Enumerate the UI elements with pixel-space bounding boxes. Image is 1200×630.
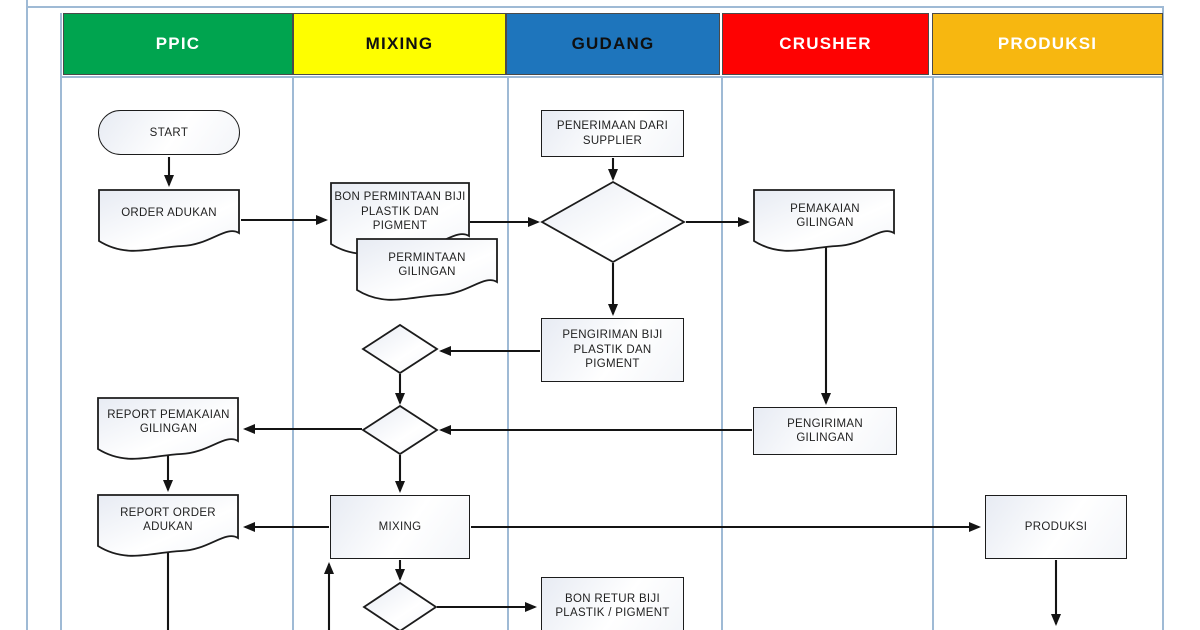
node-penerimaan-supplier: PENERIMAAN DARI SUPPLIER	[541, 110, 684, 157]
lane-header-ppic-label: PPIC	[155, 34, 201, 53]
node-pengiriman-biji-label: PENGIRIMAN BIJI PLASTIK DAN PIGMENT	[562, 329, 663, 371]
node-produksi-label: PRODUKSI	[1024, 520, 1088, 533]
lane-sep-gudang-crusher	[721, 76, 723, 630]
mixing-decision2-diamond	[361, 404, 439, 456]
lane-header-produksi: PRODUKSI	[932, 13, 1163, 75]
node-produksi: PRODUKSI	[985, 495, 1127, 559]
node-report-pemakaian-label: REPORT PEMAKAIAN GILINGAN	[107, 408, 230, 435]
lane-header-gudang-label: GUDANG	[571, 34, 655, 53]
node-start-label: START	[149, 126, 189, 139]
table-right-line	[1162, 6, 1164, 630]
node-report-order-label: REPORT ORDER ADUKAN	[120, 506, 216, 533]
lane-sep-mixing-gudang	[507, 76, 509, 630]
lane-header-mixing-label: MIXING	[365, 34, 434, 53]
edges	[163, 157, 1061, 630]
lane-header-crusher: CRUSHER	[722, 13, 929, 75]
node-pengiriman-gilingan: PENGIRIMAN GILINGAN	[753, 407, 897, 455]
node-pengiriman-gilingan-label: PENGIRIMAN GILINGAN	[787, 417, 863, 444]
lane-header-ppic: PPIC	[63, 13, 293, 75]
table-left-line	[60, 13, 62, 630]
mixing-decision1-diamond	[361, 323, 439, 375]
node-bon-permintaan-label: BON PERMINTAAN BIJI PLASTIK DAN PIGMENT	[334, 191, 466, 233]
node-mixing-label: MIXING	[378, 520, 422, 533]
lane-sep-crusher-produksi	[932, 76, 934, 630]
node-mixing: MIXING	[330, 495, 470, 559]
node-pemakaian-gilingan-label: PEMAKAIAN GILINGAN	[790, 202, 860, 229]
lane-sep-ppic-mixing	[292, 76, 294, 630]
frame-top-line	[26, 6, 1164, 8]
node-permintaan-gilingan-label: PERMINTAAN GILINGAN	[388, 251, 466, 278]
shapes	[97, 180, 895, 630]
node-bon-retur-label: BON RETUR BIJI PLASTIK / PIGMENT	[555, 592, 670, 619]
mixing-decision3-diamond	[362, 581, 438, 630]
lane-header-mixing: MIXING	[293, 13, 506, 75]
node-start: START	[98, 110, 240, 155]
node-bon-retur: BON RETUR BIJI PLASTIK / PIGMENT	[541, 577, 684, 630]
node-penerimaan-supplier-label: PENERIMAAN DARI SUPPLIER	[556, 120, 669, 147]
header-underline	[60, 76, 1164, 78]
lane-header-produksi-label: PRODUKSI	[997, 34, 1098, 53]
lane-header-gudang: GUDANG	[506, 13, 720, 75]
node-order-adukan-label: ORDER ADUKAN	[121, 206, 217, 219]
gudang-decision-diamond	[540, 180, 686, 264]
lane-header-crusher-label: CRUSHER	[779, 34, 872, 53]
node-pengiriman-biji: PENGIRIMAN BIJI PLASTIK DAN PIGMENT	[541, 318, 684, 382]
frame-left-line	[26, 0, 28, 630]
